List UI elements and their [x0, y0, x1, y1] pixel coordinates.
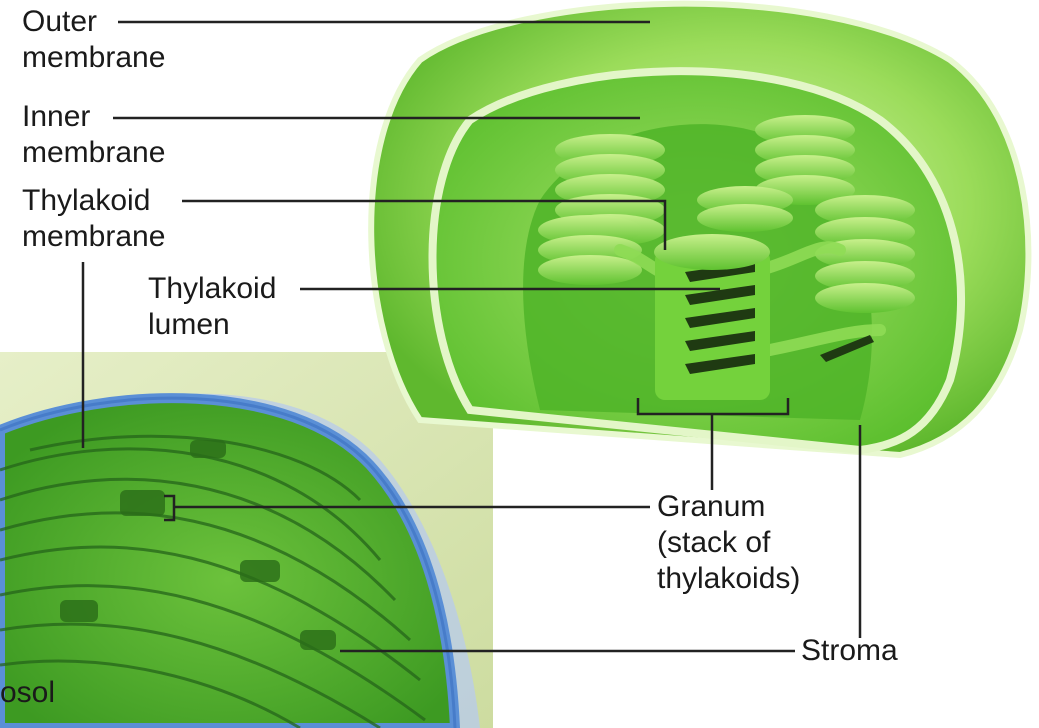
label-stroma: Stroma: [801, 633, 898, 669]
cytosol-text: osol: [0, 675, 55, 711]
thylakoid-membrane-line-2: membrane: [22, 219, 165, 255]
label-outer-membrane: Outer membrane: [22, 4, 165, 76]
granum-line-1: Granum: [657, 489, 800, 525]
outer-membrane-line-1: Outer: [22, 4, 165, 40]
granum-line-2: (stack of: [657, 525, 800, 561]
label-granum: Granum (stack of thylakoids): [657, 489, 800, 597]
chloroplast-3d: [371, 4, 1028, 455]
label-cytosol: osol: [0, 675, 55, 711]
label-thylakoid-membrane: Thylakoid membrane: [22, 183, 165, 255]
thylakoid-lumen-line-2: lumen: [148, 307, 276, 343]
outer-membrane-line-2: membrane: [22, 40, 165, 76]
thylakoid-lumen-line-1: Thylakoid: [148, 271, 276, 307]
thylakoid-membrane-line-1: Thylakoid: [22, 183, 165, 219]
inner-membrane-line-1: Inner: [22, 99, 165, 135]
stroma-text: Stroma: [801, 633, 898, 669]
inner-membrane-line-2: membrane: [22, 135, 165, 171]
granum-line-3: thylakoids): [657, 561, 800, 597]
label-inner-membrane: Inner membrane: [22, 99, 165, 171]
label-thylakoid-lumen: Thylakoid lumen: [148, 271, 276, 343]
